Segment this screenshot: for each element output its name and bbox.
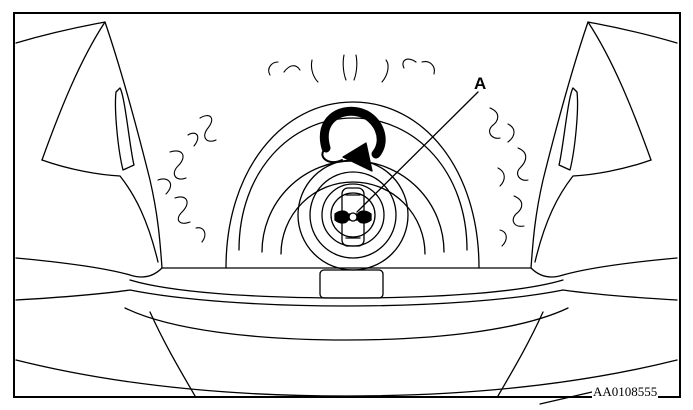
cargo-floor-edge <box>16 268 677 396</box>
left-side-trim <box>16 22 162 300</box>
floor-latch-handle <box>320 270 383 298</box>
figure-code-leader <box>540 392 592 404</box>
rotation-arrow-icon <box>322 111 381 171</box>
figure-code: AA0108555 <box>592 385 658 399</box>
right-side-trim <box>531 22 677 300</box>
spare-tire-well <box>226 102 479 268</box>
callout-label-a: A <box>474 74 486 94</box>
